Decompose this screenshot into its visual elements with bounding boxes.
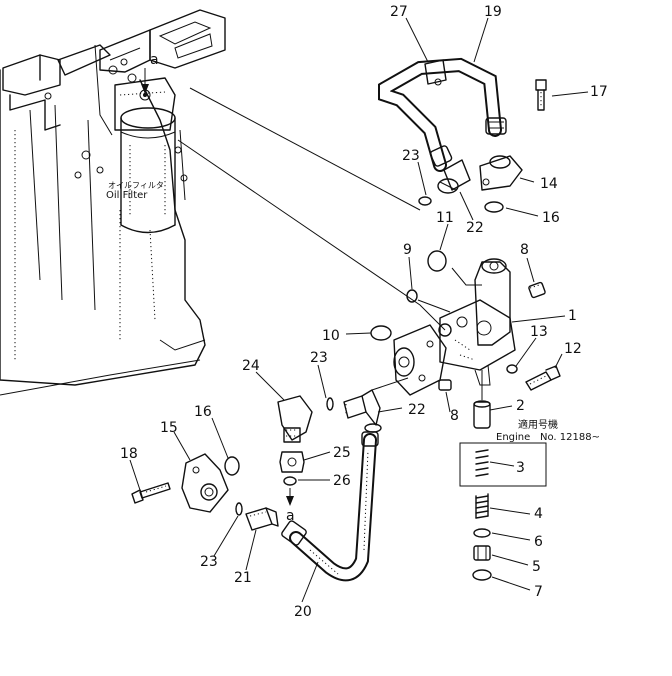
engine-block xyxy=(0,9,226,396)
label-22-top: 22 xyxy=(466,220,484,236)
oil-block-1 xyxy=(393,258,516,396)
hose-20 xyxy=(281,431,379,582)
elbow-22-top xyxy=(437,159,471,194)
flange-14 xyxy=(479,155,523,191)
o-ring-13 xyxy=(506,364,518,374)
part-labels: 27 19 17 14 16 23 11 22 9 8 1 10 13 12 2… xyxy=(120,4,608,620)
label-12: 12 xyxy=(564,341,582,357)
o-ring-23-lower xyxy=(235,502,243,516)
flange-15 xyxy=(181,453,229,513)
label-23-mid: 23 xyxy=(310,350,328,366)
label-7: 7 xyxy=(534,584,543,600)
label-8-bottom: 8 xyxy=(450,408,459,424)
applicable-serial-label: No. 12188~ xyxy=(540,432,600,443)
label-22-lower: 22 xyxy=(408,402,426,418)
label-23-lower: 23 xyxy=(200,554,218,570)
label-14: 14 xyxy=(540,176,558,192)
label-a-top: a xyxy=(150,52,159,68)
label-11: 11 xyxy=(436,210,454,226)
phantom-line-2 xyxy=(177,139,446,331)
label-10: 10 xyxy=(322,328,340,344)
pipe-19 xyxy=(378,57,507,172)
applicable-jp-label: 適用号機 xyxy=(518,418,558,431)
o-ring-10 xyxy=(370,325,392,341)
label-19: 19 xyxy=(484,4,502,20)
label-24: 24 xyxy=(242,358,260,374)
o-ring-23-top xyxy=(418,196,432,206)
label-26: 26 xyxy=(333,473,351,489)
label-4: 4 xyxy=(534,506,543,522)
label-13: 13 xyxy=(530,324,548,340)
o-ring-26 xyxy=(283,476,297,486)
elbow-24 xyxy=(277,395,313,443)
washer-7 xyxy=(472,569,492,581)
label-1: 1 xyxy=(568,308,577,324)
label-23-top: 23 xyxy=(402,148,420,164)
phantom-line-1 xyxy=(189,87,421,211)
oil-filter-jp-label: オイルフィルタ xyxy=(108,181,164,190)
label-9: 9 xyxy=(403,242,412,258)
fitting-21 xyxy=(245,507,279,531)
label-21: 21 xyxy=(234,570,252,586)
label-5: 5 xyxy=(532,559,541,575)
gasket-16-lower xyxy=(224,456,240,476)
nut-25 xyxy=(279,451,305,473)
leader-lines xyxy=(129,17,589,603)
label-17: 17 xyxy=(590,84,608,100)
label-18: 18 xyxy=(120,446,138,462)
plug-8-top xyxy=(528,281,546,299)
bolt-12 xyxy=(525,365,561,391)
washer-6 xyxy=(473,528,491,538)
bolt-17 xyxy=(535,79,547,111)
arrow-a-bottom: a xyxy=(286,488,295,524)
oil-filter-en-label: Oil Filter xyxy=(106,190,148,201)
applicability-note: 適用号機 Engine No. 12188~ xyxy=(496,418,600,443)
plug-5 xyxy=(473,545,491,561)
label-2: 2 xyxy=(516,398,525,414)
label-20: 20 xyxy=(294,604,312,620)
o-ring-9 xyxy=(406,289,418,303)
label-6: 6 xyxy=(534,534,543,550)
label-8-top: 8 xyxy=(520,242,529,258)
range-box-3 xyxy=(459,442,547,487)
clamp-27 xyxy=(424,59,447,86)
plug-8-bottom xyxy=(438,379,452,391)
valve-2 xyxy=(473,400,491,429)
gasket-16-top xyxy=(484,201,504,213)
oil-filter: オイルフィルタ Oil Filter xyxy=(106,107,176,234)
elbow-22-lower xyxy=(343,389,382,433)
label-27: 27 xyxy=(390,4,408,20)
label-a-bottom: a xyxy=(286,508,295,524)
spring-3 xyxy=(475,449,489,477)
o-ring-23-mid xyxy=(326,397,334,411)
label-15: 15 xyxy=(160,420,178,436)
label-16-top: 16 xyxy=(542,210,560,226)
arrow-a-top: a xyxy=(141,52,159,94)
label-3: 3 xyxy=(516,460,525,476)
label-16-lower: 16 xyxy=(194,404,212,420)
spring-4 xyxy=(475,493,489,519)
applicable-engine-label: Engine xyxy=(496,432,530,443)
bolt-18 xyxy=(131,482,171,504)
label-25: 25 xyxy=(333,445,351,461)
o-ring-11 xyxy=(427,250,447,272)
